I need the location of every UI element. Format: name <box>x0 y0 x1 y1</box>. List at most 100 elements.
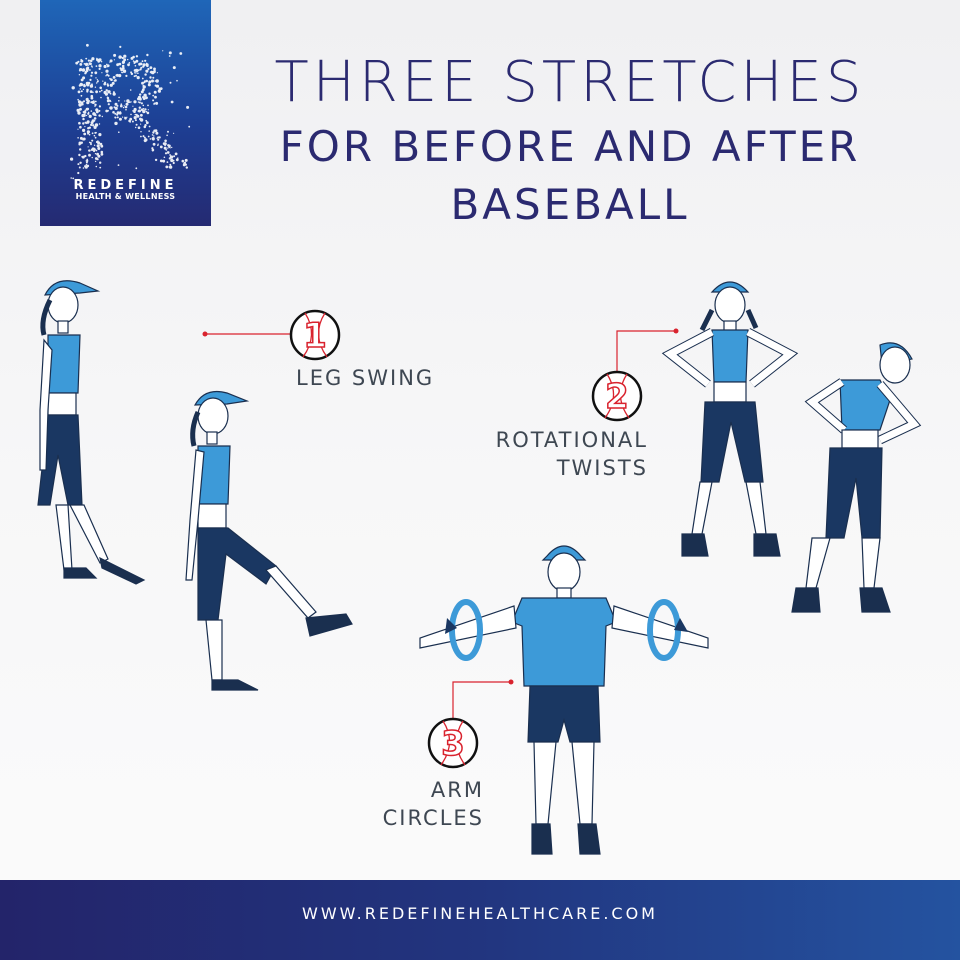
logo-particle <box>85 81 90 86</box>
logo-particle <box>183 161 187 165</box>
logo-particle <box>149 76 152 79</box>
logo-particle <box>137 110 140 113</box>
logo-particle <box>97 60 100 63</box>
logo-particle <box>82 138 85 141</box>
logo-particle <box>139 118 144 122</box>
figure-arm-circles-man <box>419 545 709 855</box>
logo-particle <box>131 120 134 123</box>
logo-particle <box>145 69 148 73</box>
logo-particle <box>77 98 79 101</box>
logo-particle <box>107 103 110 106</box>
logo-particle <box>116 113 119 116</box>
logo-particle <box>94 105 96 107</box>
logo-particle <box>102 80 104 82</box>
logo-particle <box>130 113 132 116</box>
logo-particle <box>95 149 98 152</box>
logo-particle <box>139 68 142 71</box>
logo-particle <box>94 131 97 134</box>
logo-particle <box>154 80 156 82</box>
logo-particle <box>132 55 135 59</box>
logo-particle <box>94 103 97 107</box>
logo-particle <box>77 171 80 175</box>
logo-particle <box>143 93 147 98</box>
logo-particle <box>86 43 89 47</box>
logo-particle <box>94 160 97 163</box>
logo-particle <box>94 120 96 122</box>
logo-particle <box>99 86 102 90</box>
logo-particle <box>162 159 166 163</box>
logo-particle <box>114 116 116 119</box>
label-rotational: ROTATIONAL <box>495 428 648 452</box>
logo-particle <box>97 141 100 145</box>
logo-particle <box>99 90 101 93</box>
logo-particle <box>148 80 152 84</box>
logo-particle <box>141 88 145 92</box>
baseball-badge-2: 2 <box>591 370 643 422</box>
logo-particle <box>146 53 149 57</box>
logo-particle <box>89 78 92 81</box>
logo-particle <box>152 76 155 79</box>
logo-particle <box>119 111 122 113</box>
logo-particle <box>153 102 156 105</box>
logo-particle <box>124 100 126 102</box>
logo-particle <box>106 63 108 66</box>
logo-particle <box>145 121 149 125</box>
figure-rotational-twist-front <box>661 281 799 557</box>
logo-particle <box>116 116 119 119</box>
logo-particle <box>88 114 92 118</box>
logo-particle <box>133 116 137 120</box>
logo-particle <box>128 119 131 123</box>
logo-particle <box>137 72 139 75</box>
logo-particle <box>188 125 191 128</box>
logo-particle <box>89 84 94 88</box>
logo-particle <box>77 163 80 166</box>
logo-particle <box>152 99 155 102</box>
logo-particle <box>142 108 145 110</box>
logo-particle <box>139 96 141 98</box>
logo-particle <box>137 126 141 129</box>
logo-particle <box>79 148 82 151</box>
logo-particle <box>84 126 86 128</box>
logo-particle <box>90 123 93 127</box>
logo-particle <box>85 97 89 102</box>
logo-particle <box>167 130 169 133</box>
logo-particle <box>158 87 161 90</box>
logo-particle <box>103 90 107 95</box>
logo-particle <box>97 80 99 82</box>
logo-particle <box>143 81 146 84</box>
footer-url[interactable]: WWW.REDEFINEHEALTHCARE.COM <box>302 904 658 923</box>
logo-particle <box>144 138 148 142</box>
logo-particle <box>142 96 145 99</box>
logo-particle <box>86 159 89 163</box>
logo-particle <box>100 89 103 92</box>
logo-particle <box>83 63 86 65</box>
logo-particle <box>164 152 168 155</box>
logo-particle <box>95 165 98 168</box>
logo-particle <box>173 155 176 158</box>
logo-particle <box>128 62 131 64</box>
logo-particle <box>79 136 83 140</box>
logo-particle <box>91 132 94 135</box>
logo-name: REDEFINE <box>73 178 178 193</box>
logo-particle <box>142 84 145 87</box>
logo-particle <box>135 72 137 74</box>
logo-particle <box>87 132 90 135</box>
logo-particle <box>145 96 148 100</box>
logo-particle <box>82 128 86 132</box>
logo-particle <box>78 153 81 157</box>
logo-particle <box>112 76 116 79</box>
logo-particle <box>138 106 141 109</box>
logo-particle <box>135 59 139 63</box>
logo-particle <box>112 92 116 96</box>
logo-particle <box>144 124 147 127</box>
logo-particle <box>170 158 174 163</box>
logo-particle <box>93 125 97 129</box>
logo-particle <box>89 59 93 63</box>
logo-particle <box>119 45 122 49</box>
logo-particle <box>134 65 137 67</box>
logo-particle <box>99 142 103 146</box>
logo-particle <box>75 61 79 65</box>
logo-particle <box>147 69 149 71</box>
logo-particle <box>145 63 149 67</box>
logo-particle <box>153 135 155 137</box>
